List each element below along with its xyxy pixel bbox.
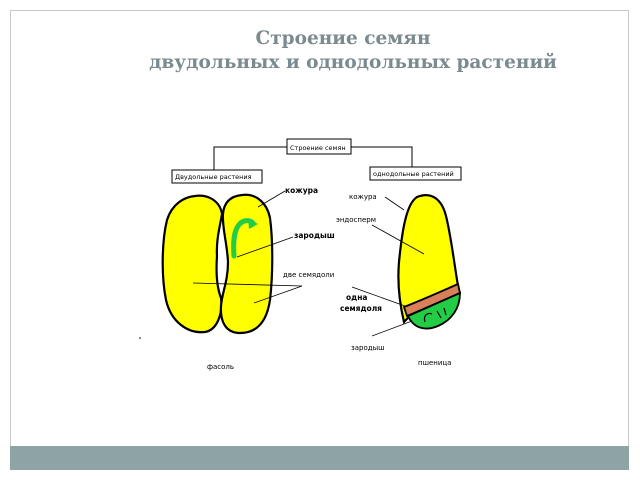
title-line-2: двудольных и однодольных растений bbox=[149, 52, 557, 73]
bean-left-cotyledon bbox=[161, 194, 224, 334]
monocot-box bbox=[369, 166, 462, 181]
pointer-cotyledon-right bbox=[253, 285, 303, 304]
pointer-cotyledon-left bbox=[192, 282, 303, 287]
pointer-wheat-cotyledon bbox=[351, 286, 406, 307]
dicot-box-label: Двудольные растения bbox=[175, 173, 252, 181]
pointer-wheat-endosperm bbox=[371, 224, 425, 255]
stray-dot bbox=[139, 337, 141, 339]
bean-embryo-tip bbox=[247, 218, 258, 229]
label-bean-embryo: зародыш bbox=[294, 231, 335, 240]
label-bean-cotyledons: две семядоли bbox=[283, 271, 334, 279]
label-wheat-coat: кожура bbox=[349, 193, 377, 201]
label-wheat-cotyledon-1: одна bbox=[346, 293, 367, 302]
connector-left bbox=[213, 146, 287, 170]
connector-right bbox=[351, 146, 413, 167]
wheat-embryo bbox=[406, 291, 461, 330]
dicot-box bbox=[171, 169, 263, 184]
label-bean: фасоль bbox=[207, 363, 234, 371]
label-bean-coat: кожура bbox=[285, 186, 318, 195]
pointer-bean-embryo bbox=[236, 236, 294, 258]
title-line-1: Строение семян bbox=[255, 28, 431, 49]
label-wheat-endosperm: эндосперм bbox=[336, 216, 376, 224]
label-wheat-cotyledon-2: семядоля bbox=[340, 304, 382, 313]
root-box-label: Строение семян bbox=[290, 144, 346, 152]
pointer-wheat-embryo bbox=[371, 320, 413, 337]
bean-right-cotyledon bbox=[219, 193, 274, 335]
wheat-embryo-detail bbox=[423, 307, 447, 323]
slide-frame bbox=[10, 10, 629, 470]
label-wheat: пшеница bbox=[418, 359, 451, 367]
monocot-box-label: однодольные растений bbox=[373, 170, 454, 178]
pointer-wheat-coat bbox=[384, 196, 405, 211]
pointer-bean-coat bbox=[257, 190, 286, 208]
label-wheat-embryo: зародыш bbox=[351, 344, 385, 352]
footer-bar bbox=[10, 446, 629, 470]
slide-title: Строение семян двудольных и однодольных … bbox=[0, 27, 640, 75]
